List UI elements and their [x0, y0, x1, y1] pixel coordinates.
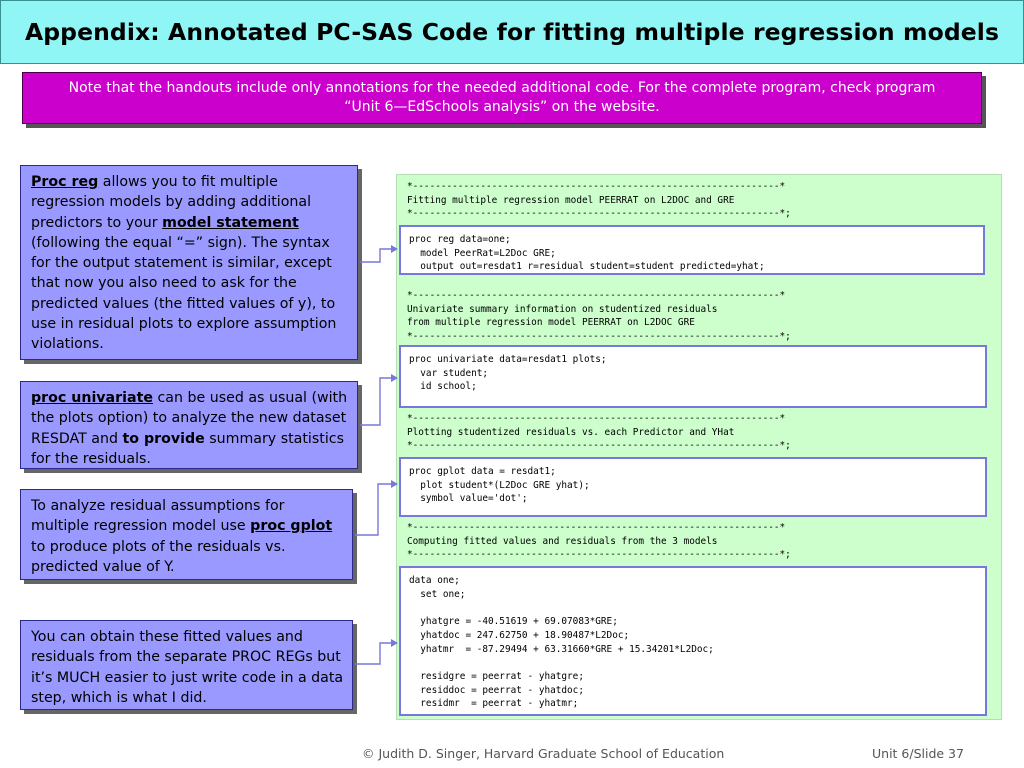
callout-proc-gplot: To analyze residual assumptions for mult…	[20, 489, 353, 580]
code-comment-regression: *---------------------------------------…	[407, 181, 791, 220]
fitted-values-text: You can obtain these fitted values and r…	[31, 629, 344, 706]
connector-proc-gplot	[355, 483, 392, 536]
proc-reg-keyword: Proc reg	[31, 174, 99, 190]
proc-univariate-keyword: proc univariate	[31, 390, 153, 406]
connector-proc-reg	[360, 248, 392, 263]
proc-reg-text-2: (following the equal “=” sign). The synt…	[31, 234, 337, 353]
footer-copyright: © Judith D. Singer, Harvard Graduate Sch…	[362, 746, 725, 761]
code-comment-fitted: *---------------------------------------…	[407, 522, 791, 561]
model-statement-keyword: model statement	[162, 214, 299, 231]
code-proc-gplot: proc gplot data = resdat1; plot student*…	[409, 466, 590, 505]
code-proc-reg: proc reg data=one; model PeerRat=L2Doc G…	[409, 234, 765, 273]
slide-title: Appendix: Annotated PC-SAS Code for fitt…	[24, 18, 1000, 46]
proc-gplot-keyword: proc gplot	[250, 518, 333, 535]
code-box-proc-gplot: proc gplot data = resdat1; plot student*…	[399, 457, 987, 517]
callout-fitted-values: You can obtain these fitted values and r…	[20, 620, 353, 710]
code-comment-univariate: *---------------------------------------…	[407, 290, 791, 343]
connector-fitted-values	[355, 642, 392, 665]
proc-univariate-text-2: summary statistics for the residuals.	[31, 430, 344, 467]
code-data-step: data one; set one; yhatgre = -40.51619 +…	[409, 575, 714, 710]
slide-title-bar: Appendix: Annotated PC-SAS Code for fitt…	[0, 0, 1024, 64]
proc-univariate-text-1: can be used as usual (with the plots opt…	[31, 390, 348, 447]
code-box-proc-reg: proc reg data=one; model PeerRat=L2Doc G…	[399, 225, 985, 275]
to-provide-bold: to provide	[122, 430, 205, 447]
callout-proc-reg: Proc reg allows you to fit multiple regr…	[20, 165, 358, 360]
callout-proc-univariate: proc univariate can be used as usual (wi…	[20, 381, 358, 469]
code-box-proc-univariate: proc univariate data=resdat1 plots; var …	[399, 345, 987, 408]
handout-note: Note that the handouts include only anno…	[22, 72, 982, 124]
proc-gplot-text-1: To analyze residual assumptions for mult…	[31, 498, 285, 535]
code-box-data-step: data one; set one; yhatgre = -40.51619 +…	[399, 566, 987, 716]
code-proc-univariate: proc univariate data=resdat1 plots; var …	[409, 354, 607, 393]
connector-proc-univariate	[360, 377, 392, 426]
proc-reg-text-1: allows you to fit multiple regression mo…	[31, 174, 312, 231]
footer-slide-number: Unit 6/Slide 37	[872, 746, 964, 761]
code-comment-gplot: *---------------------------------------…	[407, 413, 791, 452]
proc-gplot-text-2: to produce plots of the residuals vs. pr…	[31, 538, 286, 575]
